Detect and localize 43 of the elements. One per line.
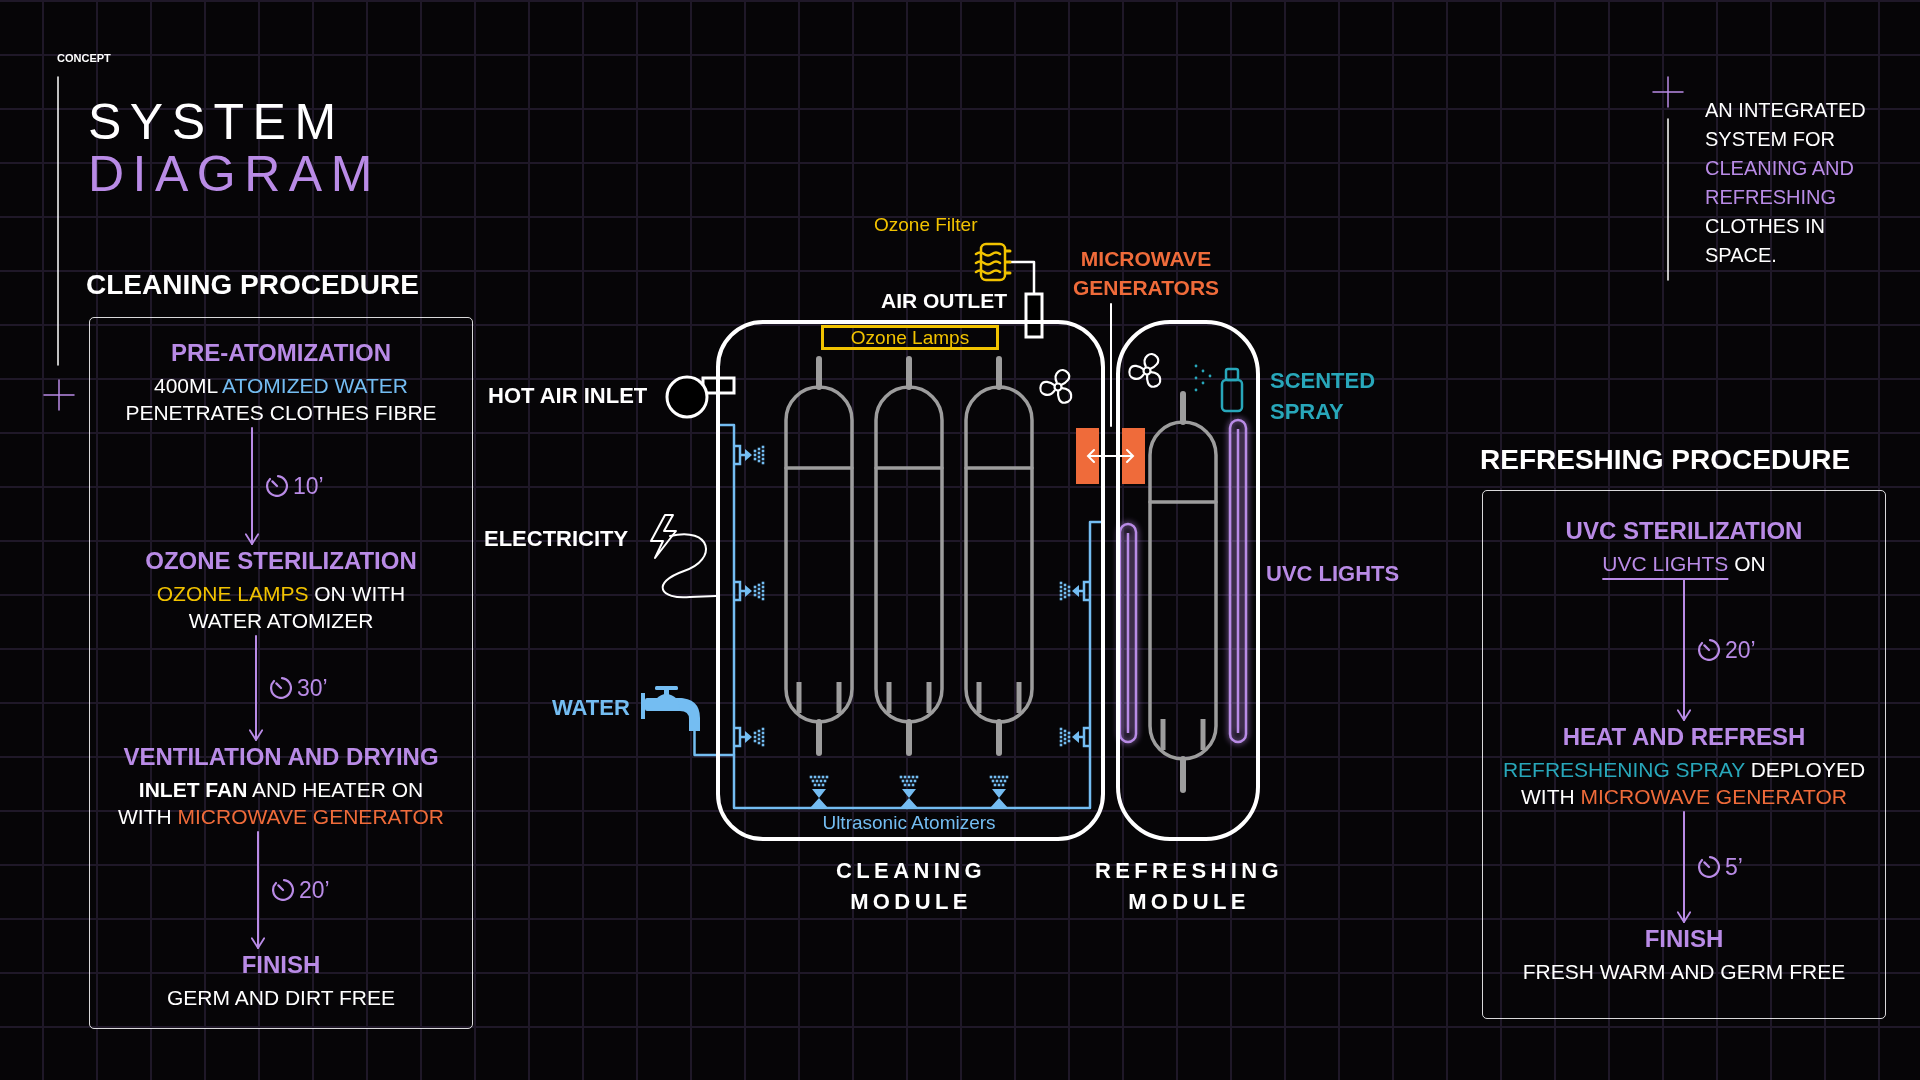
- module-label: CLEANING MODULE: [834, 857, 988, 916]
- edge-label: 30’: [297, 675, 328, 701]
- step-heading: PRE-ATOMIZATION: [170, 338, 392, 368]
- microwave-generator: [1074, 428, 1147, 484]
- step-description: UVC LIGHTS ON: [1601, 551, 1767, 577]
- description-text: AN INTEGRATED SYSTEM FOR CLEANING AND REFRESHING CLOTHES IN SPACE.: [1705, 98, 1867, 268]
- arrow: [244, 427, 260, 545]
- part-label: AIR OUTLET: [881, 288, 1007, 314]
- step-description: REFRESHENING SPRAY DEPLOYED WITH MICROWAVE GENERATOR: [1501, 757, 1867, 810]
- step-description: 400ML ATOMIZED WATER PENETRATES CLOTHES FIBRE: [124, 373, 438, 426]
- arrow: [248, 635, 264, 741]
- lamp-panel: Ozone Lamps: [821, 325, 999, 350]
- part-label: ELECTRICITY: [484, 525, 629, 553]
- title: SYSTEM DIAGRAM: [88, 96, 382, 200]
- part-label: Ozone Filter: [874, 213, 978, 237]
- step-heading: HEAT AND REFRESH: [1561, 722, 1807, 752]
- section-heading: REFRESHING PROCEDURE: [1480, 443, 1851, 477]
- module-label: REFRESHING MODULE: [1093, 857, 1285, 916]
- part-label: Ultrasonic Atomizers: [821, 812, 997, 834]
- edge-label: 10’: [293, 473, 324, 499]
- step-description: FRESH WARM AND GERM FREE: [1521, 959, 1847, 985]
- step-description: OZONE LAMPS ON WITH WATER ATOMIZER: [155, 581, 407, 634]
- part-label: SCENTED SPRAY: [1270, 367, 1377, 426]
- arrow: [250, 831, 266, 949]
- step-heading: FINISH: [1643, 924, 1725, 954]
- step-description: GERM AND DIRT FREE: [166, 985, 396, 1011]
- arrow: [1676, 811, 1692, 923]
- arrow: [1676, 578, 1692, 721]
- part-label: UVC LIGHTS: [1266, 560, 1400, 588]
- step-heading: FINISH: [240, 950, 322, 980]
- edge-label: 20’: [299, 877, 330, 903]
- step-description: INLET FAN AND HEATER ON WITH MICROWAVE GENERATOR: [117, 777, 445, 830]
- part-label: WATER: [552, 694, 630, 722]
- leader-line: [1110, 303, 1112, 427]
- section-heading: CLEANING PROCEDURE: [86, 268, 419, 302]
- edge-label: 20’: [1725, 636, 1756, 663]
- tag-label: CONCEPT: [57, 51, 111, 65]
- edge-label: 5’: [1725, 854, 1743, 880]
- step-heading: UVC STERILIZATION: [1564, 516, 1804, 546]
- step-heading: VENTILATION AND DRYING: [122, 742, 440, 772]
- step-heading: OZONE STERILIZATION: [144, 546, 418, 576]
- part-label: HOT AIR INLET: [488, 382, 648, 410]
- part-label: MICROWAVE GENERATORS: [1058, 244, 1234, 302]
